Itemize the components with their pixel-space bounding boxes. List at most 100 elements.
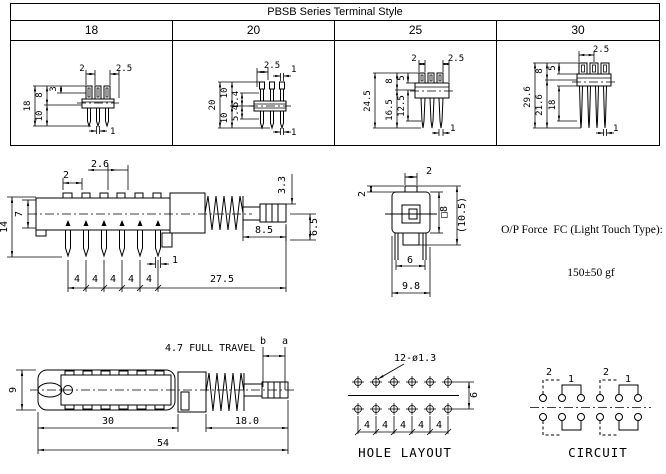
dim-side-pitch-4: 4 [146, 274, 152, 285]
dim-side-pitch-2: 4 [110, 274, 116, 285]
hole-grid [348, 376, 459, 415]
switch-25-body [410, 72, 454, 129]
dim-travel-body-len: 30 [102, 416, 114, 427]
dim-end-body: □8 [439, 206, 450, 218]
dim-30-overall: 29.6 [523, 86, 533, 108]
dim-20-upper: 10 [220, 88, 230, 99]
dim-25-inner-a: 5 [397, 75, 407, 80]
dim-hole-pitch-2: 4 [400, 420, 406, 431]
column-header-20: 20 [173, 21, 335, 40]
dimensions-20: 2.5 1 20 10 10 [208, 61, 296, 138]
column-header-30: 30 [571, 23, 585, 37]
dim-30-lower: 21.6 [535, 94, 545, 116]
dim-hole-gap: 6 [469, 392, 480, 398]
dim-travel-body-h: 9 [8, 387, 19, 393]
terminal-25-drawing: 2 2.5 24.5 8 16.5 5 [363, 54, 464, 136]
terminal-18-cell: 2 2.5 18 8 10 3 [11, 41, 173, 145]
table-title: PBSB Series Terminal Style [11, 4, 659, 21]
column-header-25: 25 [335, 21, 497, 40]
dim-20-lower: 10 [220, 113, 230, 124]
switch-30-body [572, 62, 616, 129]
switch-side-body [28, 192, 287, 258]
dim-hole-pitch-3: 4 [418, 420, 424, 431]
dim-20-top-pin: 1 [291, 65, 296, 75]
circuit1-pos1-label: 1 [568, 374, 574, 385]
dim-travel-overall: 54 [157, 438, 169, 449]
force-note: O/P Force FC (Light Touch Type): 150±50 … [500, 200, 664, 303]
switch-top-body [30, 369, 294, 413]
terminal-30-drawing: 2.5 29.6 8 21.6 5 18 [523, 45, 618, 136]
dim-hole-pitch-1: 4 [382, 420, 388, 431]
pitch-ticks [82, 284, 162, 292]
dim-30-top-a: 2.5 [593, 45, 609, 55]
dim-18-overall: 18 [23, 101, 33, 112]
hole-layout-drawing: 12-ø1.3 6 [348, 353, 480, 460]
dim-25-top-a: 2 [411, 54, 416, 64]
column-header-18: 18 [11, 21, 173, 40]
dim-side-pitch-top: 2.6 [91, 159, 109, 170]
dim-20-overall: 20 [208, 100, 218, 111]
dim-end-overall: (10.5) [457, 197, 468, 233]
hole-dimensions: 6 4 4 4 4 4 [354, 381, 480, 436]
switch-20-body [249, 81, 291, 130]
dim-18-top-a: 2 [79, 64, 84, 74]
dim-20-pin: 1 [291, 128, 296, 138]
dimensions-30: 2.5 29.6 8 21.6 5 18 [523, 45, 618, 136]
dim-25-top-b: 2.5 [448, 54, 464, 64]
dim-side-first: 2 [63, 170, 69, 181]
hole-layout-title: HOLE LAYOUT [358, 445, 452, 460]
hole-pitch-ticks [354, 428, 452, 436]
dim-25-lower: 16.5 [385, 99, 395, 121]
dim-side-body-h: 7 [14, 211, 25, 217]
terminal-20-cell: 2.5 1 20 10 10 [173, 41, 335, 145]
travel-dimensions: 9 30 18.0 54 [8, 369, 289, 454]
dim-end-knob-w: 2 [426, 166, 432, 177]
dim-20-inner-a: 5.4 [231, 91, 241, 107]
dim-18-upper: 8 [35, 92, 45, 97]
side-view-pins [65, 220, 161, 258]
dim-side-pin-w: 1 [172, 255, 178, 266]
travel-annotations: 4.7 FULL TRAVEL b a [165, 336, 288, 390]
dim-18-top-b: 2.5 [116, 64, 132, 74]
dim-25-overall: 24.5 [363, 90, 373, 112]
dim-side-overall-h: 14 [0, 221, 10, 233]
circuit1-pos2-label: 2 [546, 367, 552, 378]
dim-end-width: 9.8 [402, 281, 420, 292]
dimensions-18: 2 2.5 18 8 10 3 [23, 64, 132, 137]
force-note-line2: 150±50 gf [567, 267, 615, 279]
end-view-dimensions: 2 2 □8 (10.5) 6 9.8 [357, 166, 468, 297]
dim-hole-pitch-0: 4 [364, 420, 370, 431]
dim-20-inner-b: 5.4 [231, 105, 241, 121]
body-tabs [64, 370, 165, 410]
terminal-18-drawing: 2 2.5 18 8 10 3 [23, 64, 132, 137]
hole-callout: 12-ø1.3 [394, 353, 436, 364]
dim-side-stem: 3.3 [277, 176, 288, 194]
dim-30-upper: 8 [535, 68, 545, 73]
switch-end-body [385, 185, 437, 260]
travel-label: 4.7 FULL TRAVEL [165, 343, 255, 354]
circuit-title: CIRCUIT [568, 445, 628, 460]
dim-30-inner-a: 5 [548, 65, 558, 70]
circuit2-pos2-label: 2 [603, 367, 609, 378]
dim-30-pin: 1 [613, 124, 618, 134]
dim-end-span: 6 [407, 255, 413, 266]
circuit-group-2: 2 1 [596, 367, 642, 436]
circuit-group-1: 2 1 [539, 367, 585, 436]
pos-a-label: a [282, 336, 288, 347]
dim-25-inner-b: 12.5 [397, 95, 407, 117]
table-body-row: 2 2.5 18 8 10 3 [11, 41, 659, 145]
end-view-drawing: 2 2 □8 (10.5) 6 9.8 [357, 166, 468, 297]
force-note-line1: O/P Force FC (Light Touch Type): [501, 224, 663, 236]
side-view-drawing: 2 2.6 3.3 7 14 8.5 6.5 1 [0, 159, 320, 292]
dim-25-upper: 8 [385, 78, 395, 83]
travel-view-drawing: 4.7 FULL TRAVEL b a 9 30 18.0 54 [8, 336, 294, 454]
dim-side-length: 27.5 [210, 274, 234, 285]
dim-side-pitch-0: 4 [74, 274, 80, 285]
side-view-dimensions: 2 2.6 3.3 7 14 8.5 6.5 1 [0, 159, 320, 292]
dim-side-spring: 8.5 [255, 225, 273, 236]
dim-18-pin: 1 [110, 127, 115, 137]
switch-18-body [77, 85, 119, 128]
dim-hole-pitch-4: 4 [436, 420, 442, 431]
dim-20-top-a: 2.5 [264, 61, 280, 71]
